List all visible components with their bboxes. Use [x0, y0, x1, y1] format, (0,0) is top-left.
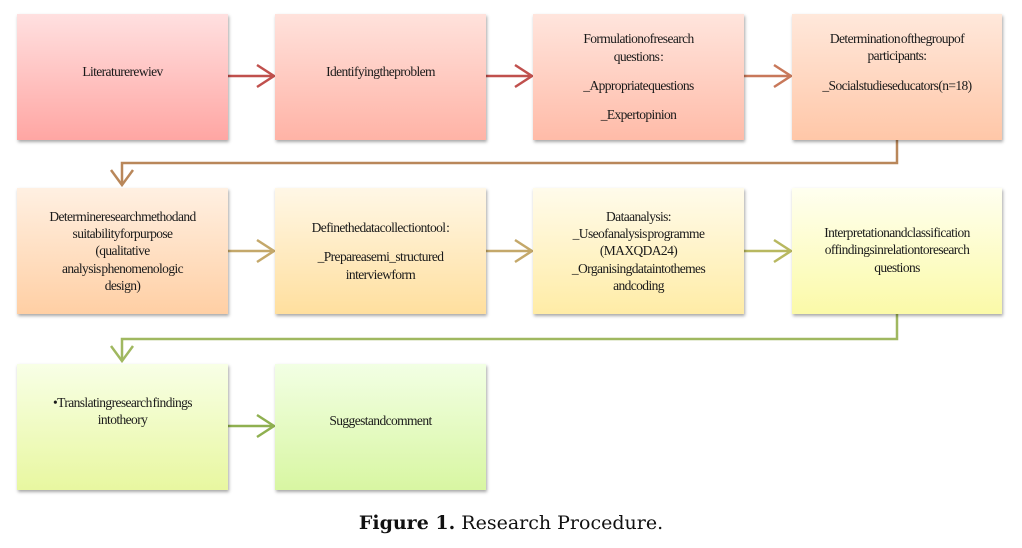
- arrow-step7-to-step8: [744, 238, 794, 264]
- connector-step8-to-step9: [109, 314, 899, 364]
- step-text-line: Determineresearchmethodand: [49, 208, 196, 224]
- connectors-layer: [109, 63, 899, 439]
- step-text-line: Definethedatacollectiontool :: [311, 220, 450, 236]
- step-text-line: (MAXQDA24): [599, 243, 678, 259]
- step-text-line: Determination ofthegroupof: [829, 31, 965, 46]
- step-text-line: Literaturerewiev: [82, 64, 163, 80]
- figure-caption-label: Figure 1.: [358, 512, 456, 534]
- step-text-line: Suggestandcomment: [329, 413, 432, 428]
- step-translating-findings: •Translatingresearch findings intotheory: [17, 364, 228, 490]
- step-text-line: design): [104, 277, 141, 293]
- step-text-line: _Prepareasemi_structured: [317, 249, 444, 265]
- step-text-line: Dataanalysis:: [606, 208, 672, 224]
- figure-caption: Figure 1. Research Procedure.: [0, 512, 1022, 534]
- step-text-line: •Translatingresearch findings: [53, 395, 193, 410]
- arrow-step9-to-step10: [228, 413, 277, 439]
- step-text-line: _Appropriatequestions: [583, 78, 694, 93]
- step-text-line: _Expertopinion: [600, 107, 677, 123]
- step-text-line: (qualitative: [95, 243, 150, 259]
- arrow-step6-to-step7: [486, 238, 535, 264]
- step-literature-review: Literaturerewiev: [17, 14, 228, 140]
- research-procedure-diagram: Literaturerewiev Identifyingtheproblem F…: [17, 14, 1002, 490]
- step-text-line: _Organisingdataintothemes: [571, 260, 706, 276]
- connector-step4-to-step5: [109, 140, 899, 188]
- step-text-line: intotheory: [97, 412, 148, 428]
- step-text-line: Formulationofresearch: [583, 31, 694, 47]
- arrow-step2-to-step3: [486, 63, 535, 89]
- step-data-analysis: Dataanalysis: _Useofanalysis programme(MA…: [533, 188, 744, 314]
- step-determine-research-method: Determineresearchmethodand suitabilityfor…: [17, 188, 228, 314]
- step-identifying-problem: Identifyingtheproblem: [275, 14, 486, 140]
- step-text-line: _Socialstudieseducators(n=18): [822, 77, 972, 93]
- step-text-line: _Useofanalysis programme: [572, 226, 705, 242]
- step-text-line: offindingsinrelationtoresearch: [824, 242, 970, 258]
- step-text-line: questions: [874, 259, 920, 275]
- step-text-line: suitabilityforpurpose: [72, 226, 173, 242]
- arrow-step3-to-step4: [744, 63, 794, 89]
- arrow-step1-to-step2: [228, 63, 277, 89]
- step-determination-participants: Determination ofthegroupof participants: _…: [792, 14, 1002, 140]
- step-define-data-collection-tool: Definethedatacollectiontool : _Preparease…: [275, 188, 486, 314]
- step-text-line: participants:: [867, 48, 928, 64]
- step-text-line: Interpretationandclassification: [824, 225, 970, 240]
- step-text-line: interviewform: [345, 266, 416, 282]
- step-text-line: Identifyingtheproblem: [326, 64, 435, 80]
- figure-caption-text: Research Procedure.: [455, 512, 664, 534]
- step-suggest-comment: Suggestandcomment: [275, 364, 486, 490]
- step-text-line: questions :: [613, 48, 664, 64]
- step-text-line: andcoding: [613, 277, 664, 293]
- step-text-line: analysis phenomenologic: [61, 260, 184, 276]
- step-interpretation-classification: Interpretationandclassification offinding…: [792, 188, 1002, 314]
- arrow-step5-to-step6: [228, 238, 277, 264]
